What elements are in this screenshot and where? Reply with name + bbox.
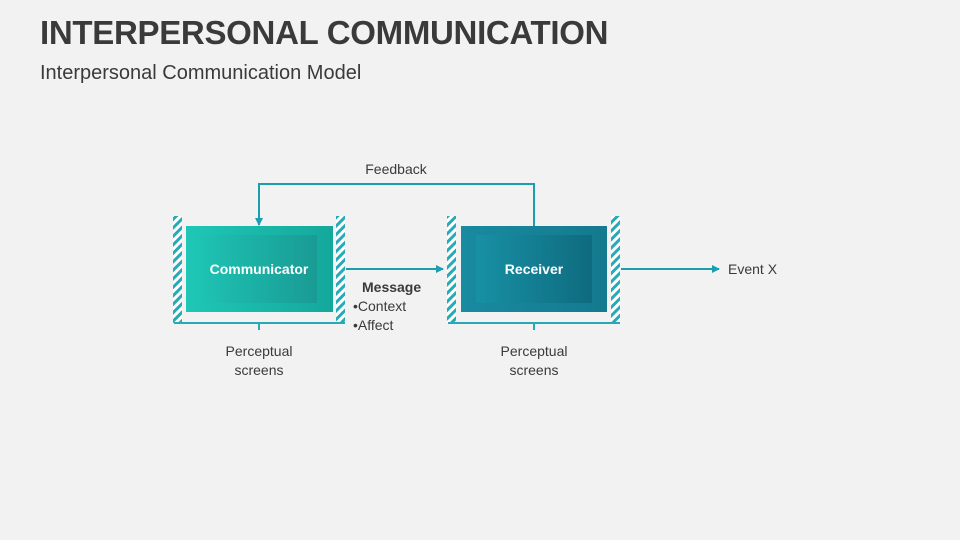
receiver-box — [461, 226, 607, 312]
communicator-screens — [173, 216, 345, 330]
page-subtitle: Interpersonal Communication Model — [40, 62, 362, 84]
communicator-screen-right — [336, 216, 345, 323]
communicator-screen-left — [173, 216, 182, 323]
page-title: INTERPERSONAL COMMUNICATION — [40, 14, 609, 51]
event-label: Event X — [728, 261, 778, 277]
communicator-label: Communicator — [209, 261, 309, 277]
feedback-label: Feedback — [365, 161, 427, 177]
receiver-screen-left — [447, 216, 456, 323]
screens-right-line-2: screens — [509, 362, 559, 378]
message-item-affect: Affect — [353, 316, 421, 335]
screens-left-line-2: screens — [234, 362, 284, 378]
screens-left-line-1: Perceptual — [225, 343, 293, 359]
feedback-arrow — [255, 183, 535, 226]
message-title: Message — [362, 279, 422, 295]
screens-label-right: Perceptual screens — [479, 342, 589, 380]
communicator-box — [186, 226, 333, 312]
message-item-context: Context — [353, 297, 421, 316]
screens-right-line-1: Perceptual — [500, 343, 568, 359]
receiver-screen-right — [611, 216, 620, 323]
message-block: Message Context Affect — [353, 278, 421, 335]
screens-label-left: Perceptual screens — [204, 342, 314, 380]
receiver-screens — [447, 216, 620, 330]
receiver-label: Receiver — [504, 261, 564, 277]
